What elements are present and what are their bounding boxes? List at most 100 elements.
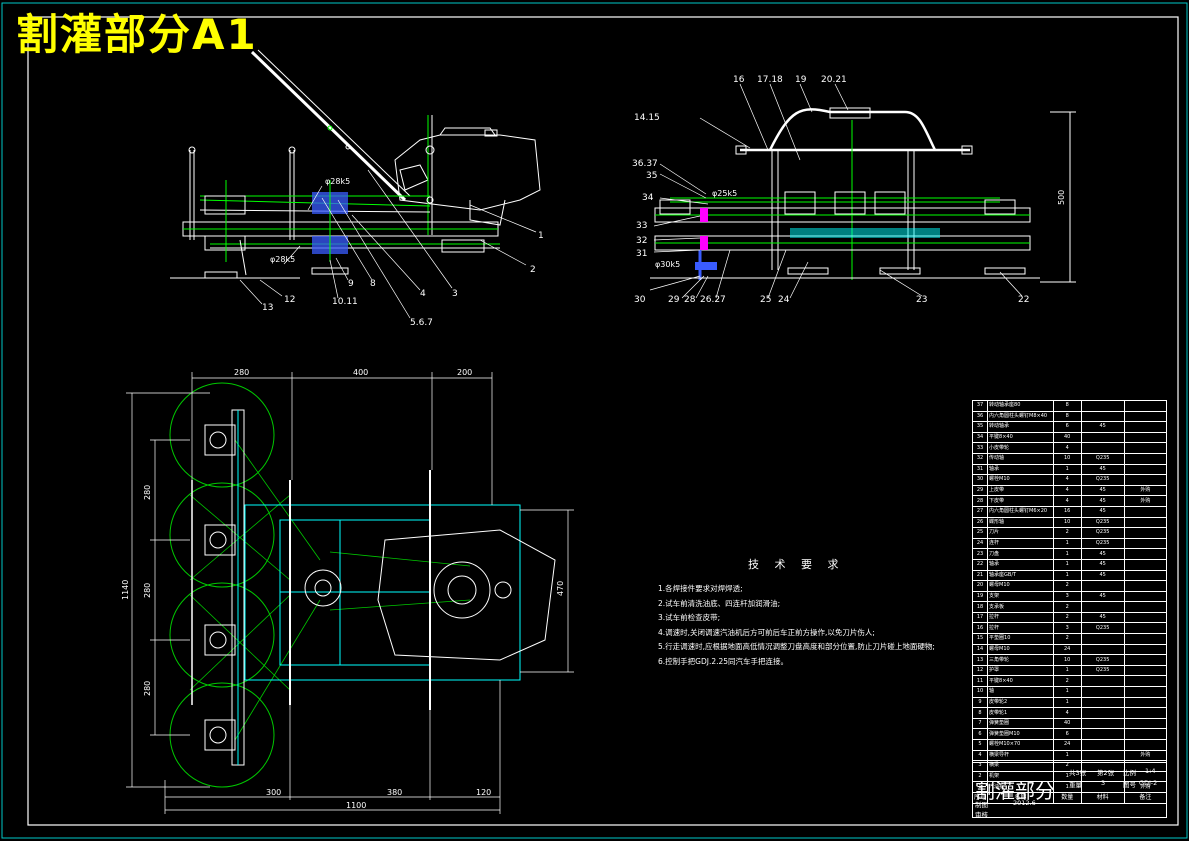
parts-cell: 45 [1080, 463, 1125, 476]
dim-bottom-120: 120 [476, 788, 491, 797]
parts-cell: 1 [1052, 463, 1082, 476]
parts-cell: 皮带轮2 [987, 696, 1054, 709]
parts-cell: Q235 [1080, 537, 1125, 550]
label-8: 8 [370, 279, 376, 289]
parts-cell: 16 [1052, 505, 1082, 518]
tech-req-line: 2.试车前清洗油底、四连杆加润滑油; [658, 598, 781, 608]
parts-cell: Q235 [1080, 516, 1125, 529]
parts-cell [1123, 633, 1168, 645]
label-28: 28 [684, 295, 696, 305]
dim-500: 500 [1057, 190, 1066, 205]
label-17-18: 17.18 [757, 75, 783, 85]
parts-cell: 24 [971, 537, 989, 550]
parts-cell: 1 [1052, 548, 1082, 560]
title-block-scale-label: 比例 [1123, 769, 1136, 777]
parts-cell [1080, 707, 1125, 719]
dim-bottom-300: 300 [266, 788, 281, 797]
label-1: 1 [538, 231, 544, 241]
parts-cell: 转动轴承 [987, 421, 1054, 433]
parts-cell [1080, 431, 1125, 444]
parts-cell [1080, 601, 1125, 613]
parts-cell: Q235 [1080, 622, 1125, 635]
parts-cell: 轴承 [987, 558, 1054, 571]
parts-cell [1080, 442, 1125, 454]
label-22: 22 [1018, 295, 1029, 305]
parts-cell: 小皮带轮 [987, 442, 1054, 454]
parts-cell [1080, 686, 1125, 698]
tech-req-line: 1.各焊接件要求对焊焊透; [658, 584, 743, 593]
parts-cell: 1 [1052, 558, 1082, 571]
label-34: 34 [642, 193, 654, 203]
parts-cell: 上皮带 [987, 484, 1054, 497]
title-block-date: 2012.6 [1013, 799, 1036, 807]
parts-cell: 9 [971, 696, 989, 709]
parts-cell: Q235 [1080, 654, 1125, 666]
technical-requirements: 技 术 要 求 1.各焊接件要求对焊焊透; 2.试车前清洗油底、四连杆加润滑油;… [658, 556, 958, 670]
parts-cell: 34 [971, 431, 989, 444]
parts-cell [1123, 558, 1168, 571]
parts-cell: 8 [1052, 410, 1082, 423]
parts-cell: 8 [971, 707, 989, 719]
parts-cell: 18 [971, 601, 989, 613]
title-block-sheet-no: 第2张 [1097, 769, 1115, 777]
parts-cell: 2 [1052, 580, 1082, 592]
parts-cell: 内六角圆柱头螺钉M6×20 [987, 505, 1054, 518]
parts-cell: 25 [971, 527, 989, 539]
parts-cell: 刀盘 [987, 548, 1054, 560]
dim-d25: φ25k5 [712, 189, 737, 198]
label-33: 33 [636, 221, 647, 231]
parts-cell: 平键8×40 [987, 431, 1054, 444]
dim-overall-1140: 1140 [121, 580, 130, 600]
parts-cell: 4 [1052, 707, 1082, 719]
label-12: 12 [284, 295, 295, 305]
label-4: 4 [420, 289, 426, 299]
tech-req-line: 6.控制手把GDJ.2.25同汽车手把连接。 [658, 656, 789, 666]
parts-cell: 传动轴 [987, 452, 1054, 465]
dim-top-400: 400 [353, 368, 368, 377]
dim-top-200: 200 [457, 368, 472, 377]
parts-cell: 19 [971, 590, 989, 603]
parts-cell: 45 [1080, 548, 1125, 560]
parts-cell [1123, 601, 1168, 613]
parts-cell: 32 [971, 452, 989, 465]
parts-cell [1123, 707, 1168, 719]
parts-cell [1123, 400, 1168, 412]
parts-cell: 10 [1052, 654, 1082, 666]
label-32: 32 [636, 236, 647, 246]
label-30: 30 [634, 295, 646, 305]
parts-cell: 下皮带 [987, 495, 1054, 507]
parts-cell [1080, 643, 1125, 656]
parts-cell [1123, 537, 1168, 550]
plan-view: 280 400 200 280 280 280 1140 470 300 380… [121, 368, 574, 814]
inner-frame [27, 16, 1179, 826]
parts-cell: 连杆 [987, 537, 1054, 550]
parts-cell [1123, 717, 1168, 730]
parts-cell: 螺母M10 [987, 643, 1054, 656]
parts-cell [1080, 696, 1125, 709]
label-10-11: 10.11 [332, 297, 358, 307]
parts-cell: Q235 [1080, 452, 1125, 465]
parts-cell [1123, 505, 1168, 518]
label-24: 24 [778, 295, 790, 305]
title-block-weight: 3 [1101, 779, 1106, 787]
parts-cell [1123, 527, 1168, 539]
title-block-drawing-no: GDJ-2 [1139, 779, 1158, 787]
parts-cell: 10 [1052, 452, 1082, 465]
parts-cell: 10 [1052, 516, 1082, 529]
